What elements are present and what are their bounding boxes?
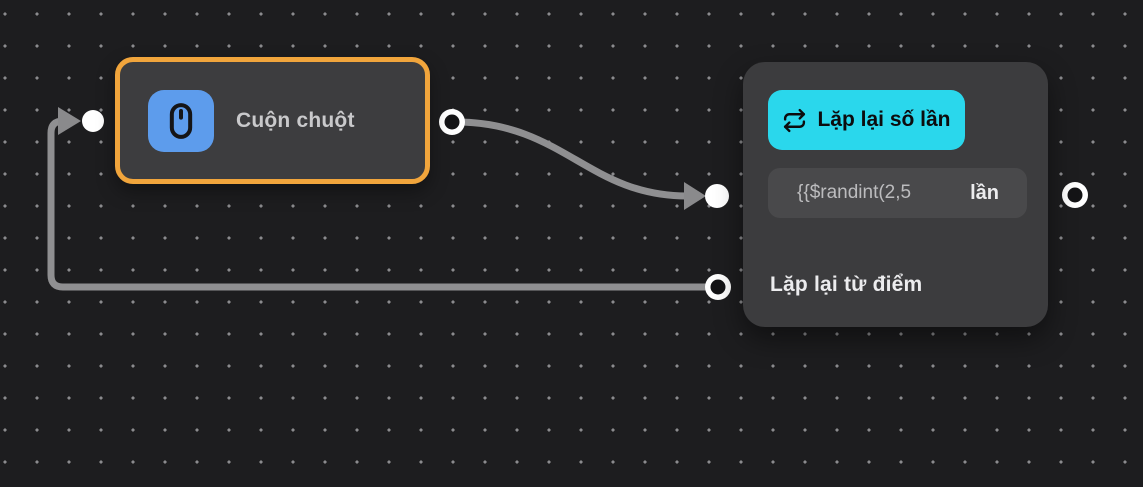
node-title: Cuộn chuột (236, 108, 355, 132)
repeat-icon (784, 108, 806, 132)
repeat-count-value: {{$randint(2,5 (797, 182, 912, 203)
edge-scroll-to-repeat-arrowhead (684, 182, 706, 210)
port-scroll-input[interactable] (82, 110, 104, 132)
mouse-icon (169, 102, 193, 139)
repeat-count-suffix: lần (970, 181, 999, 204)
node-repeat-loop[interactable]: Lặp lại số lần {{$randint(2,5 lần Lặp lạ… (743, 62, 1048, 327)
port-repeat-loop-from[interactable] (705, 274, 731, 300)
repeat-header-button[interactable]: Lặp lại số lần (768, 90, 965, 150)
node-scroll-mouse[interactable]: Cuộn chuột (115, 57, 430, 184)
port-scroll-output[interactable] (439, 109, 465, 135)
repeat-header-label: Lặp lại số lần (817, 108, 951, 131)
edge-loop-back-arrowhead (58, 107, 81, 135)
mouse-icon-box (148, 89, 214, 152)
edge-scroll-to-repeat[interactable] (455, 118, 688, 200)
repeat-count-field[interactable]: {{$randint(2,5 lần (768, 168, 1027, 218)
port-repeat-output[interactable] (1062, 182, 1088, 208)
loop-from-label: Lặp lại từ điểm (770, 273, 923, 296)
port-repeat-input[interactable] (705, 184, 729, 208)
